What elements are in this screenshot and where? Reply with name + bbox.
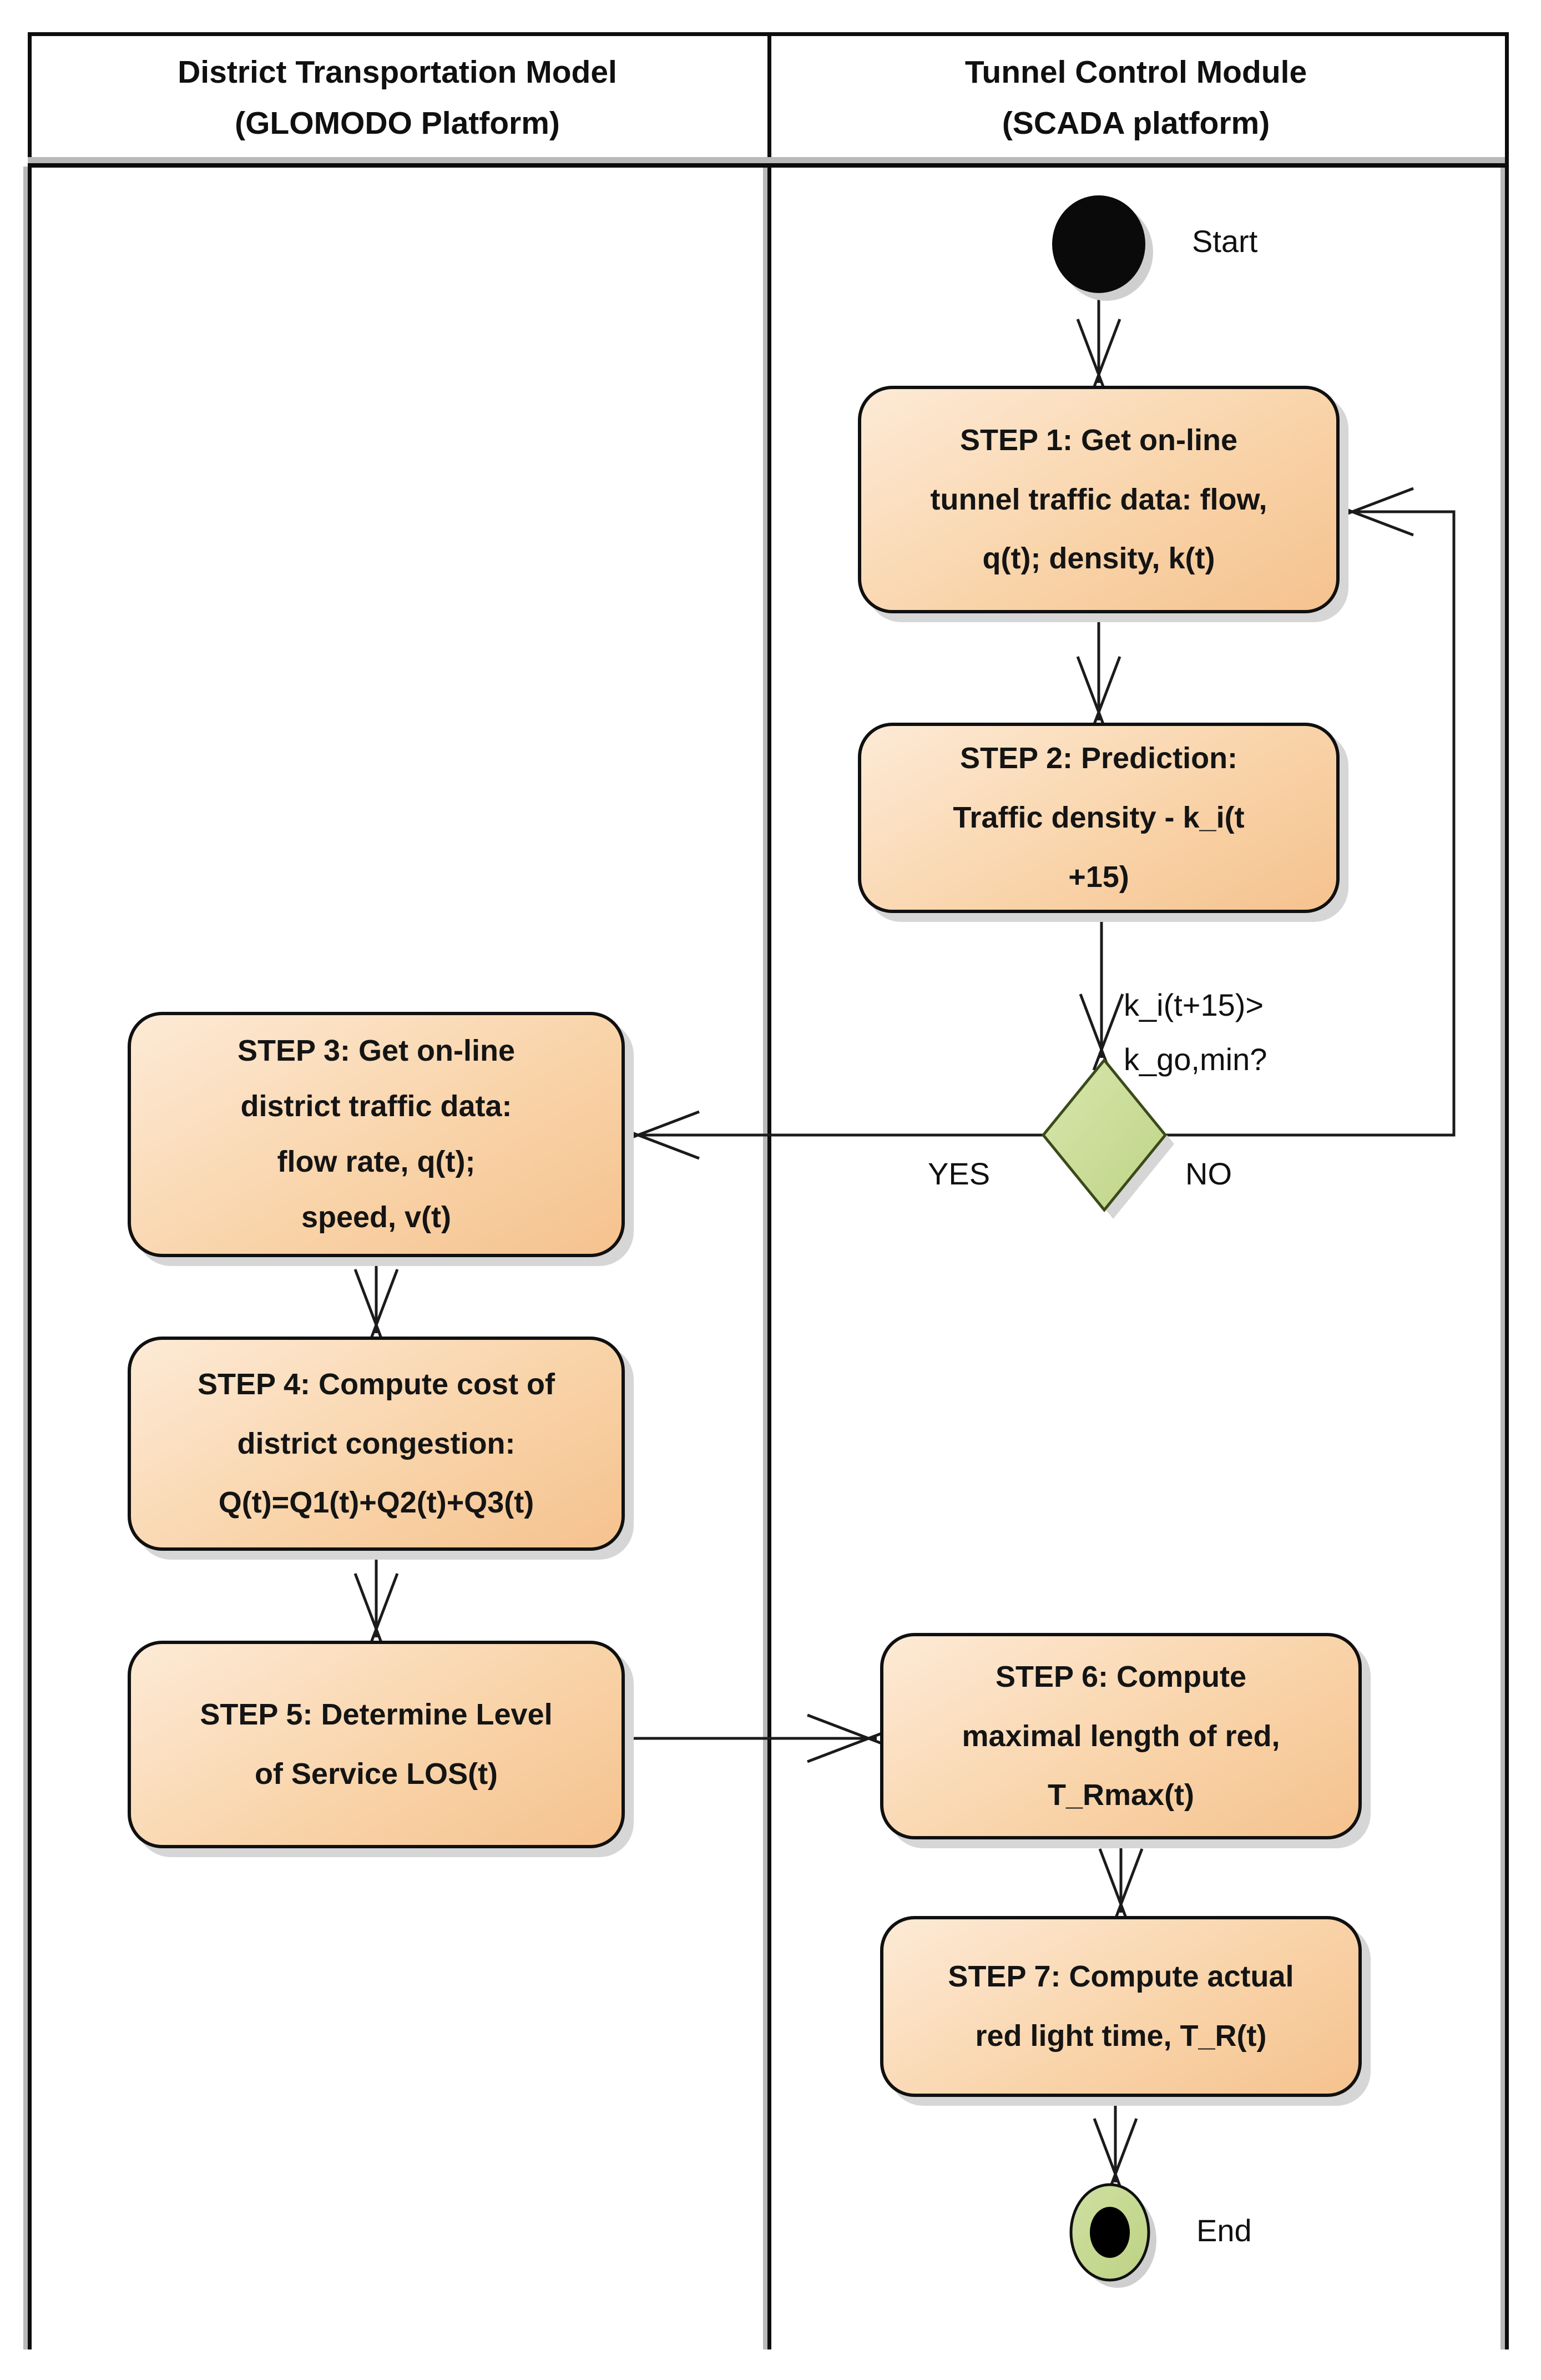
decision-condition-label: k_i(t+15)> k_go,min? bbox=[1124, 987, 1267, 1077]
lane-divider bbox=[767, 32, 771, 2349]
arrowhead-end bbox=[1093, 2118, 1138, 2195]
arrowhead-step7 bbox=[1098, 1848, 1144, 1925]
edge-no-loop-to-step1 bbox=[1165, 510, 1456, 1137]
step7-node: STEP 7: Compute actual red light time, T… bbox=[880, 1916, 1362, 2097]
yes-branch-label: YES bbox=[928, 1156, 991, 1191]
arrowhead-decision bbox=[1079, 994, 1124, 1071]
arrowhead-step4 bbox=[353, 1269, 399, 1346]
end-node-inner-dot bbox=[1090, 2207, 1130, 2258]
lane2-subtitle: (SCADA platform) bbox=[1002, 105, 1270, 141]
step5-text: STEP 5: Determine Level of Service LOS(t… bbox=[200, 1698, 553, 1791]
header-bottom-shadow bbox=[28, 157, 1505, 163]
frame-right-border bbox=[1505, 32, 1509, 2349]
arrowhead-step6 bbox=[807, 1713, 890, 1763]
step5-node: STEP 5: Determine Level of Service LOS(t… bbox=[128, 1641, 625, 1848]
arrowhead-step1-right bbox=[1331, 487, 1414, 537]
decision-node bbox=[1041, 1058, 1168, 1212]
start-node bbox=[1052, 195, 1145, 293]
lane1-title: District Transportation Model bbox=[178, 54, 617, 90]
step2-text: STEP 2: Prediction: Traffic density - k_… bbox=[953, 742, 1245, 894]
arrowhead-step5 bbox=[353, 1573, 399, 1650]
start-label: Start bbox=[1192, 224, 1258, 259]
arrowhead-step2 bbox=[1076, 656, 1121, 733]
arrowhead-step3 bbox=[617, 1110, 700, 1160]
step7-text: STEP 7: Compute actual red light time, T… bbox=[948, 1960, 1294, 2053]
step3-text: STEP 3: Get on-line district traffic dat… bbox=[237, 1034, 516, 1234]
header-bottom-border bbox=[28, 163, 1509, 168]
step6-node: STEP 6: Compute maximal length of red, T… bbox=[880, 1633, 1362, 1839]
step1-node: STEP 1: Get on-line tunnel traffic data:… bbox=[858, 386, 1340, 613]
step4-node: STEP 4: Compute cost of district congest… bbox=[128, 1337, 625, 1551]
lane-header-tunnel: Tunnel Control Module (SCADA platform) bbox=[771, 32, 1500, 163]
step3-node: STEP 3: Get on-line district traffic dat… bbox=[128, 1012, 625, 1257]
end-label: End bbox=[1196, 2213, 1252, 2248]
lane1-subtitle: (GLOMODO Platform) bbox=[235, 105, 560, 141]
arrowhead-step1 bbox=[1076, 319, 1121, 396]
lane-divider-shadow bbox=[763, 167, 767, 2349]
lane-header-district: District Transportation Model (GLOMODO P… bbox=[32, 32, 763, 163]
step2-node: STEP 2: Prediction: Traffic density - k_… bbox=[858, 723, 1340, 913]
step1-text: STEP 1: Get on-line tunnel traffic data:… bbox=[930, 423, 1267, 576]
frame-left-border bbox=[28, 32, 32, 2349]
no-branch-label: NO bbox=[1185, 1156, 1232, 1191]
frame-right-shadow bbox=[1500, 167, 1505, 2349]
lane2-title: Tunnel Control Module bbox=[964, 54, 1307, 90]
step6-text: STEP 6: Compute maximal length of red, T… bbox=[962, 1660, 1280, 1812]
frame-left-shadow bbox=[23, 167, 28, 2349]
step4-text: STEP 4: Compute cost of district congest… bbox=[197, 1367, 555, 1520]
